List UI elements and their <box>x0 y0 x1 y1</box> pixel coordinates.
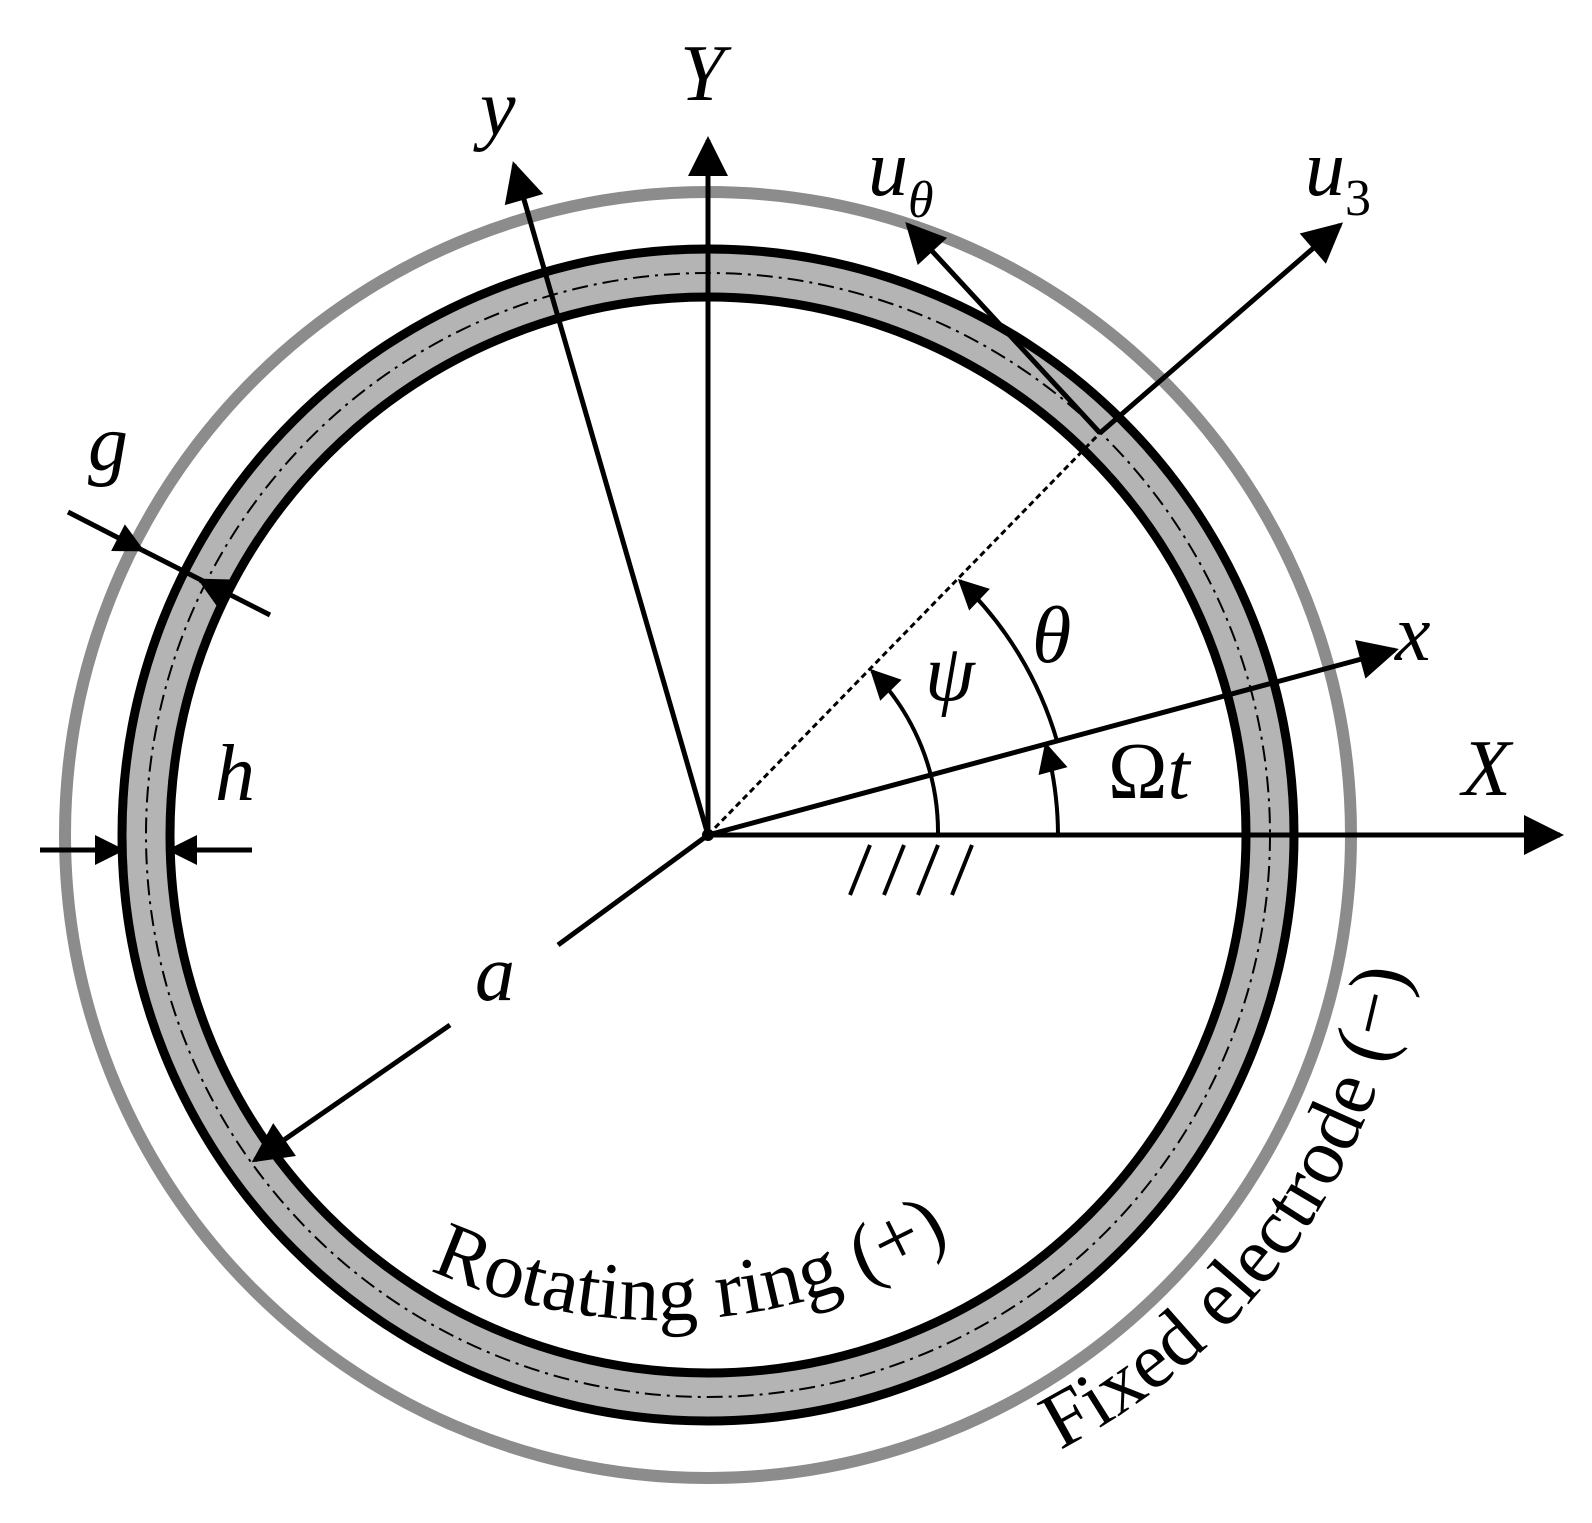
u-theta-subscript: θ <box>908 172 934 229</box>
omega-symbol: Ω <box>1108 728 1167 816</box>
g-dim-arrow <box>66 509 145 553</box>
y-axis <box>504 161 711 836</box>
h-label: h <box>215 730 255 818</box>
Y-axis-label: Y <box>680 30 732 118</box>
g-dim-arrow-inner <box>197 577 232 606</box>
u3-base: u <box>1305 125 1345 213</box>
X-axis-label: X <box>1459 725 1514 813</box>
psi-arc <box>869 668 941 836</box>
u-theta-base: u <box>868 125 908 213</box>
omega-t-label: Ωt <box>1108 728 1191 816</box>
g-label: g <box>88 400 128 488</box>
rotating-ring-caption: Rotating ring (+) <box>423 1178 960 1339</box>
omega-t-arc <box>1038 742 1068 836</box>
y-axis-label: y <box>473 65 516 153</box>
u3-axis <box>1098 222 1344 435</box>
u3-subscript: 3 <box>1345 170 1371 227</box>
a-label: a <box>475 930 515 1018</box>
radius-a-line-lower <box>251 1022 452 1163</box>
u-theta-label: uθ <box>868 125 934 229</box>
theta-arc <box>957 578 1059 742</box>
x-axis-label: x <box>1394 590 1431 678</box>
t-symbol: t <box>1167 728 1191 816</box>
radius-a-line-upper <box>556 832 710 948</box>
u-theta-arrow <box>905 222 1102 435</box>
u3-label: u3 <box>1305 125 1371 227</box>
u3-dashed-line <box>706 431 1102 837</box>
center-pivot <box>702 829 714 841</box>
rotating-ring-caption-path: Rotating ring (+) <box>423 1178 960 1339</box>
theta-label: θ <box>1032 592 1071 680</box>
psi-label: ψ <box>925 630 976 718</box>
ground-hatching <box>848 844 974 896</box>
